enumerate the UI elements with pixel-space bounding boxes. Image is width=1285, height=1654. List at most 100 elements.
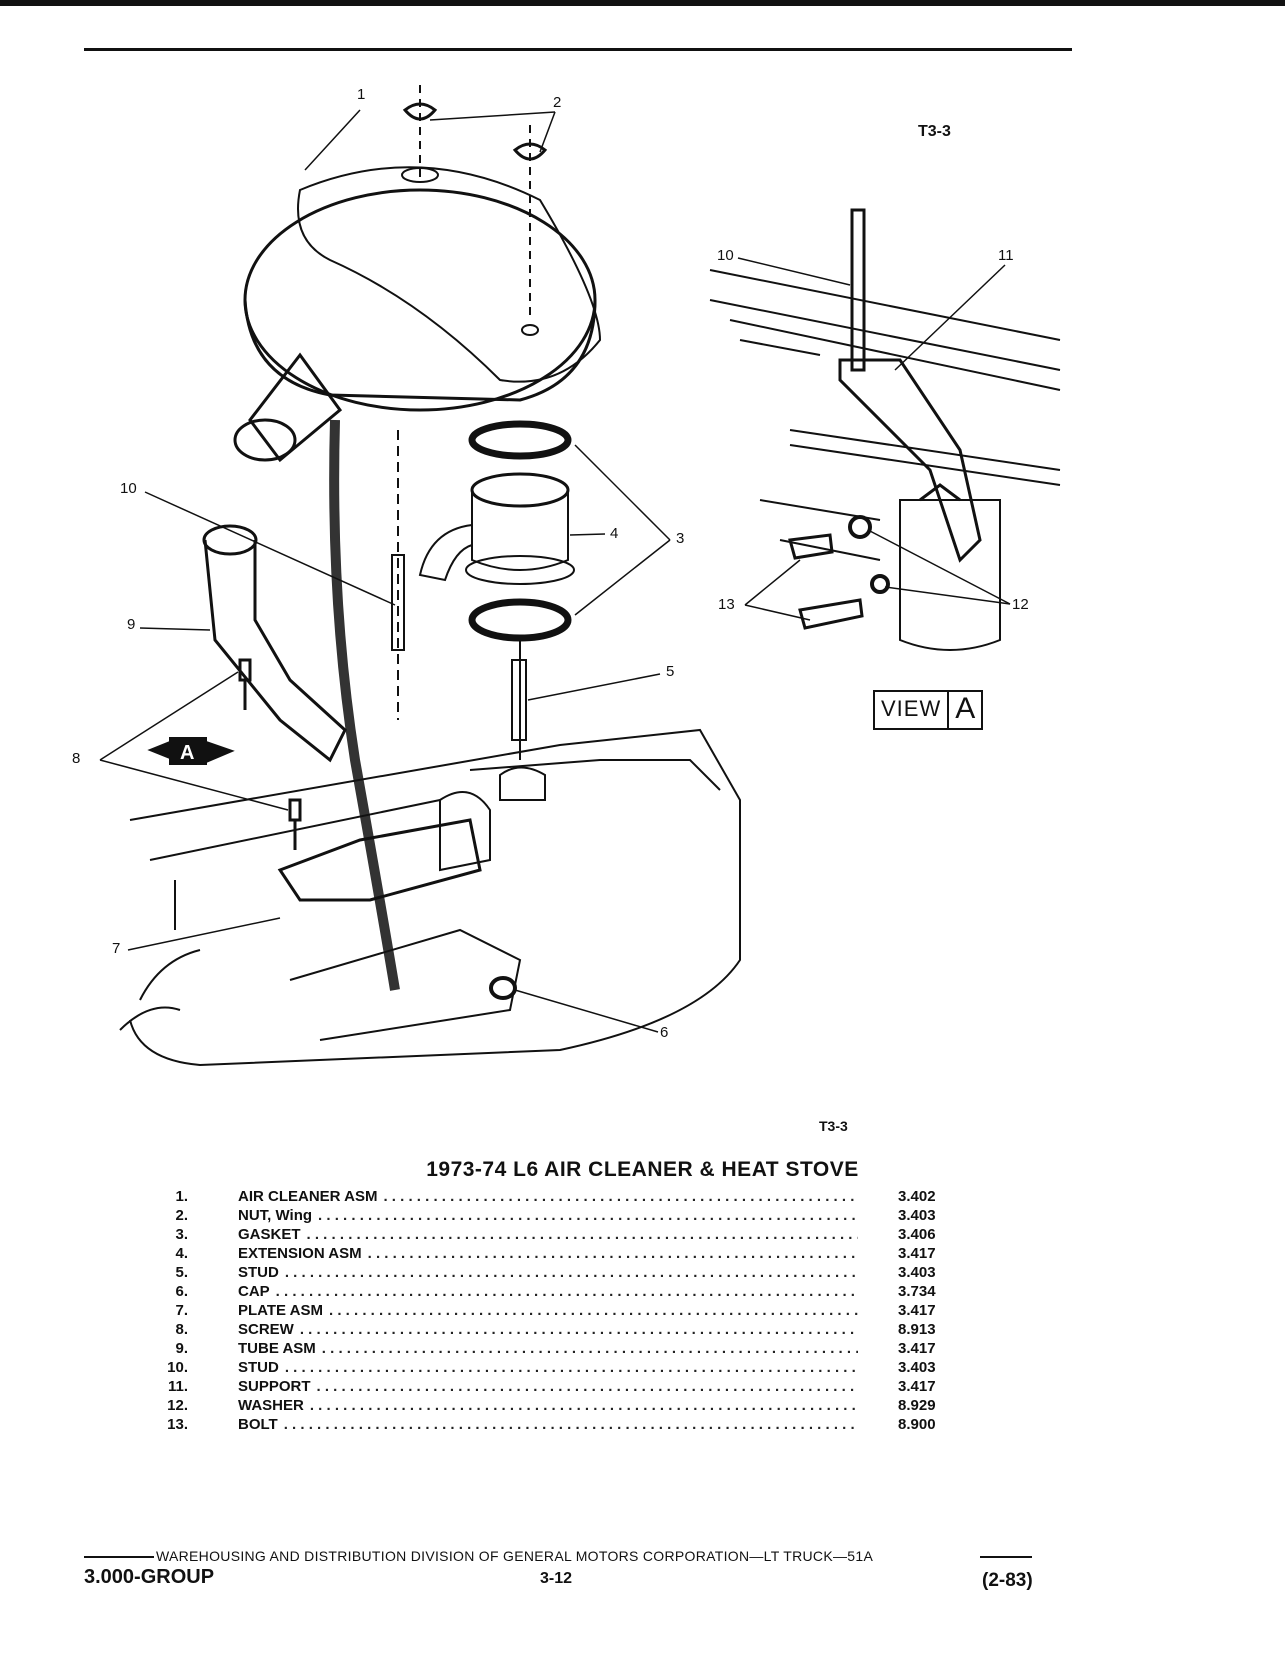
part-group-code: 3.403 [898,1359,936,1376]
part-name: SCREW [238,1321,294,1338]
part-name: BOLT [238,1416,278,1433]
vacuum-hose-drawing [329,419,400,991]
leader-lines [99,109,1011,1033]
part-row: 9. TUBE ASM 3.417 [140,1336,960,1357]
dot-leader [383,1188,858,1205]
dot-leader [318,1207,858,1224]
snorkel-drawing [233,352,343,463]
callout-7: 7 [112,940,121,957]
part-group-code: 3.402 [898,1188,936,1205]
part-number: 8. [175,1321,188,1338]
callout-10: 10 [120,480,137,497]
footer-dash-left [84,1556,154,1559]
part-name: WASHER [238,1397,304,1414]
callout-1: 1 [357,86,366,103]
view-a-label: VIEW A [873,690,984,730]
air-cleaner-drawing [243,166,602,412]
part-number: 10. [167,1359,188,1376]
part-number: 13. [167,1416,188,1433]
part-name-cell: NUT, Wing [238,1207,858,1224]
part-name: AIR CLEANER ASM [238,1188,378,1205]
part-number: 4. [175,1245,188,1262]
part-name: PLATE ASM [238,1302,323,1319]
part-row: 11.SUPPORT3.417 [140,1374,960,1395]
dot-leader [368,1245,858,1262]
part-row: 3. GASKET 3.406 [140,1222,960,1243]
part-name: STUD [238,1359,279,1376]
part-number: 9. [175,1340,188,1357]
part-row: 12.WASHER8.929 [140,1393,960,1414]
callout-13: 13 [718,596,735,613]
part-name: EXTENSION ASM [238,1245,362,1262]
wing-nuts-drawing [402,85,548,320]
part-group-code: 8.900 [898,1416,936,1433]
part-name-cell: SCREW [238,1321,858,1338]
figure-code-top: T3-3 [918,123,951,140]
part-name: CAP [238,1283,270,1300]
dot-leader [307,1226,858,1243]
callout-3: 3 [676,530,685,547]
callout-11: 11 [998,247,1014,264]
dot-leader [285,1359,858,1376]
footer-group: 3.000-GROUP [84,1566,215,1588]
part-number: 3. [175,1226,188,1243]
part-row: 10. STUD 3.403 [140,1355,960,1376]
part-name-cell: PLATE ASM [238,1302,858,1319]
part-number: 5. [175,1264,188,1281]
part-number: 2. [175,1207,188,1224]
cap-drawing [489,976,517,1000]
part-group-code: 3.417 [898,1302,936,1319]
part-name: SUPPORT [238,1378,311,1395]
part-group-code: 8.913 [898,1321,936,1338]
dot-leader [310,1397,858,1414]
part-name-cell: EXTENSION ASM [238,1245,858,1262]
stud-drawing [391,554,405,651]
dot-leader [285,1264,858,1281]
part-row: 5. STUD 3.403 [140,1260,960,1281]
part-group-code: 3.403 [898,1264,936,1281]
part-row: 7. PLATE ASM 3.417 [140,1298,960,1319]
callout-6: 6 [660,1024,669,1041]
part-number: 11. [167,1378,188,1395]
view-a-arrow-icon: A [147,737,235,765]
part-number: 7. [175,1302,188,1319]
view-label-text: VIEW [875,692,950,728]
callout-9: 9 [127,616,136,633]
callout-12: 12 [1012,596,1029,613]
page-top-edge [0,0,1285,6]
tube-asm-drawing [203,539,347,763]
footer-page-number: 3-12 [540,1570,573,1587]
part-row: 2. NUT, Wing 3.403 [140,1203,960,1224]
part-group-code: 3.403 [898,1207,936,1224]
part-name-cell: BOLT [238,1416,858,1433]
figure-code-bottom: T3-3 [819,1118,848,1134]
part-row: 4. EXTENSION ASM 3.417 [140,1241,960,1262]
part-name-cell: GASKET [238,1226,858,1243]
exploded-view-illustration: A [99,85,1061,1067]
view-label-letter: A [955,692,976,725]
footer-date: (2-83) [982,1570,1033,1591]
part-name-cell: AIR CLEANER ASM [238,1188,858,1205]
part-row: 1.AIR CLEANER ASM3.402 [140,1184,960,1205]
footer-division-text: WAREHOUSING AND DISTRIBUTION DIVISION OF… [156,1548,874,1564]
part-name-cell: STUD [238,1264,858,1281]
callout-10-view-a: 10 [717,247,734,264]
dot-leader [276,1283,858,1300]
part-name-cell: WASHER [238,1397,858,1414]
part-name-cell: STUD [238,1359,858,1376]
dot-leader [329,1302,858,1319]
part-name-cell: TUBE ASM [238,1340,858,1357]
part-group-code: 3.734 [898,1283,936,1300]
dot-leader [322,1340,858,1357]
part-row: 8. SCREW 8.913 [140,1317,960,1338]
part-group-code: 8.929 [898,1397,936,1414]
svg-text:A: A [180,742,194,764]
part-group-code: 3.417 [898,1340,936,1357]
callout-8: 8 [72,750,81,767]
part-group-code: 3.417 [898,1245,936,1262]
gasket-extension-drawing [418,420,575,760]
part-name: STUD [238,1264,279,1281]
part-name: GASKET [238,1226,301,1243]
part-group-code: 3.406 [898,1226,936,1243]
